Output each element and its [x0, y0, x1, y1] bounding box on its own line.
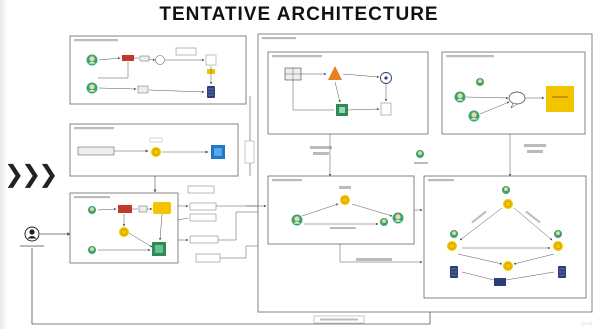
middle-annotations [310, 134, 546, 177]
user-management-panel [267, 51, 429, 135]
internal-messaging-panel [441, 51, 586, 135]
content-delivery-panel [69, 123, 239, 177]
announcement-settings-panel [69, 35, 247, 105]
page-title: TENTATIVE ARCHITECTURE [159, 4, 439, 25]
external-user-icon [20, 226, 44, 247]
certified-services-panel [69, 192, 179, 264]
bottom-links [246, 204, 423, 264]
left-connectors [153, 96, 262, 263]
chevron-arrows-icon: ❯❯❯ [4, 161, 58, 188]
corner-mark: ▭ ▭ [581, 321, 592, 327]
ledger-network-panel [423, 175, 587, 299]
certificate-services-panel [267, 175, 415, 245]
slide-edge [0, 0, 8, 329]
